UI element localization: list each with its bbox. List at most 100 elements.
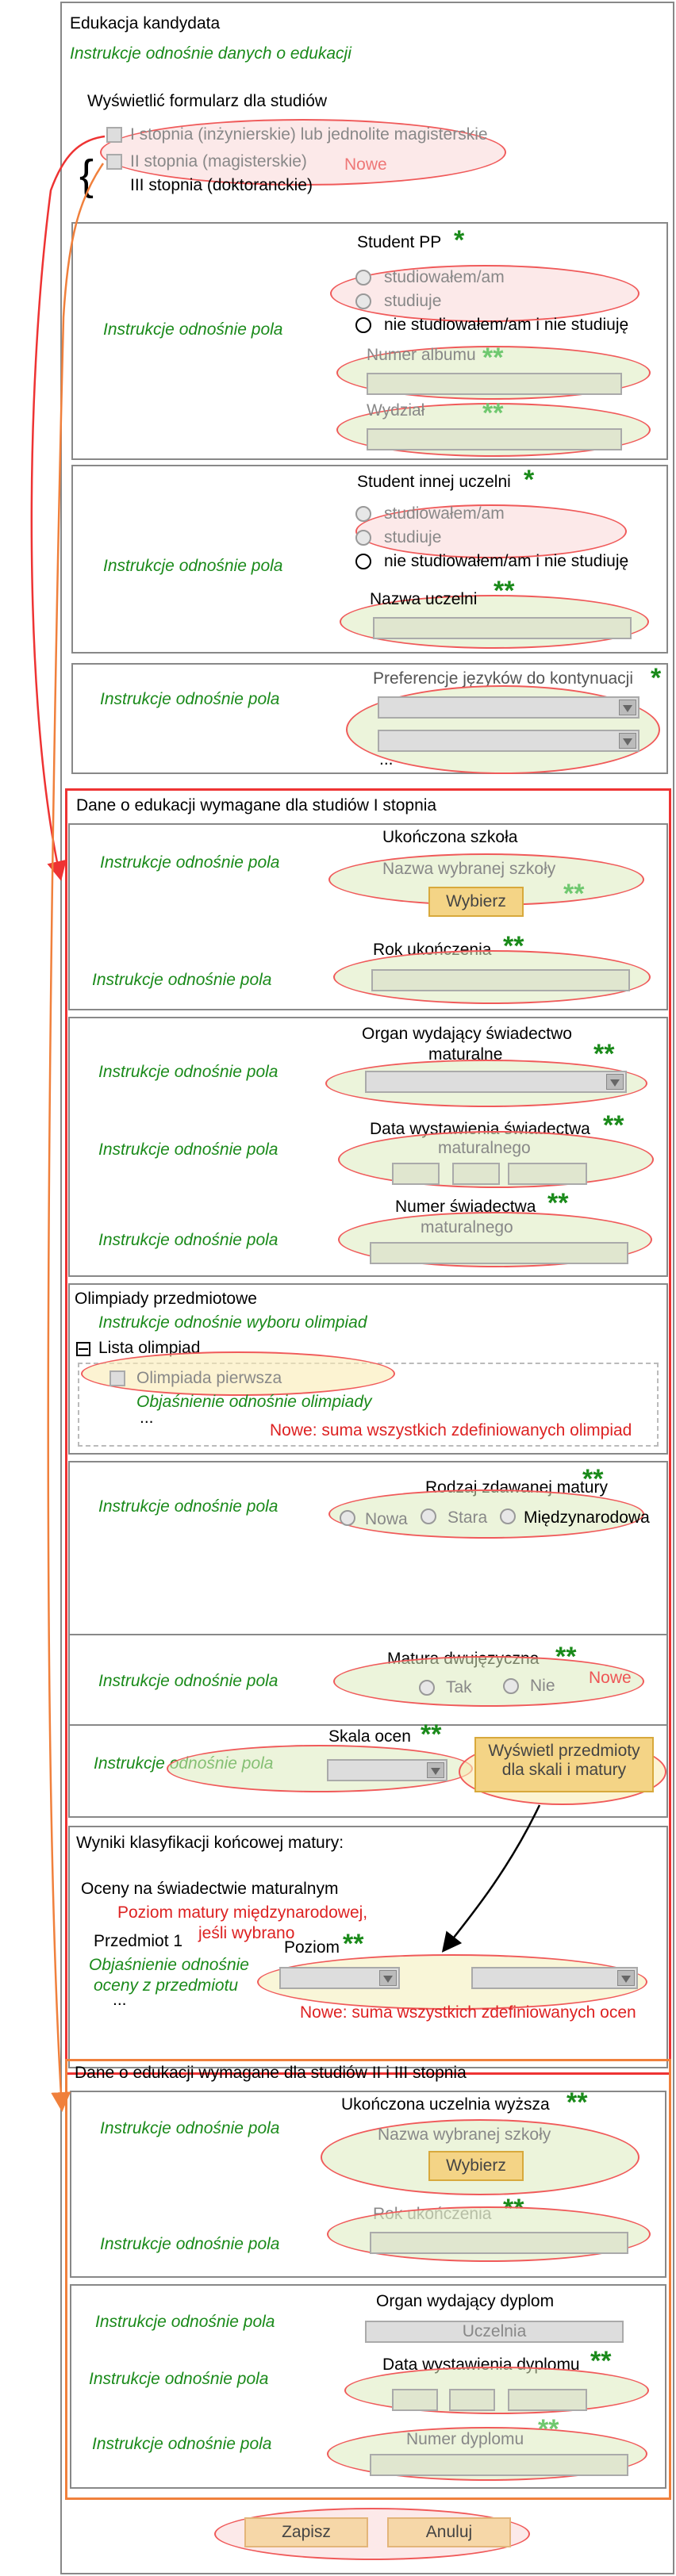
uni-name-input[interactable] xyxy=(373,617,632,639)
level-select[interactable] xyxy=(279,1967,400,1989)
language-select-2[interactable] xyxy=(378,730,640,752)
diploma-number-input[interactable] xyxy=(370,2454,628,2476)
radio-matura-intl[interactable] xyxy=(500,1508,516,1524)
chevron-down-icon xyxy=(427,1762,444,1778)
show-subjects-label: Wyświetl przedmioty dla skali i matury xyxy=(488,1742,640,1779)
radio-label: studiuje xyxy=(384,292,442,310)
chevron-down-icon xyxy=(606,1074,624,1090)
intl-level-note: Poziom matury międzynarodowej, xyxy=(117,1903,368,1922)
radio-label: Nowa xyxy=(365,1510,408,1528)
collapse-icon[interactable] xyxy=(76,1342,90,1356)
radio-label: Tak xyxy=(446,1678,472,1696)
required-stars: ** xyxy=(590,2346,612,2376)
required-star: * xyxy=(651,663,662,693)
radio-label: studiuje xyxy=(384,528,442,546)
chevron-down-icon xyxy=(379,1970,397,1986)
languages-more: ... xyxy=(379,750,394,769)
required-stars: ** xyxy=(563,879,585,909)
album-number-input[interactable] xyxy=(367,373,622,395)
uni-year-input[interactable] xyxy=(370,2232,628,2254)
radio-matura-new[interactable] xyxy=(340,1510,355,1526)
radio-studying[interactable] xyxy=(355,530,371,546)
field-instructions: Instrukcje odnośnie pola xyxy=(100,2235,280,2253)
grades-new-note: Nowe: suma wszystkich zdefiniowanych oce… xyxy=(300,2003,636,2022)
new-highlight-ellipse xyxy=(100,119,506,186)
language-select-1[interactable] xyxy=(378,696,640,719)
uni-title: Ukończona uczelnia wyższa xyxy=(341,2095,550,2114)
arrow-show-subjects xyxy=(441,1804,541,1953)
grade-select[interactable] xyxy=(471,1967,638,1989)
radio-not-studied[interactable] xyxy=(355,554,371,569)
radio-studied[interactable] xyxy=(355,506,371,522)
year-input[interactable] xyxy=(371,969,630,991)
issuer-label: Organ wydający świadectwo xyxy=(362,1025,572,1043)
faculty-input[interactable] xyxy=(367,428,622,450)
radio-studying[interactable] xyxy=(355,293,371,309)
cancel-button[interactable]: Anuluj xyxy=(387,2517,511,2547)
results-panel xyxy=(68,1826,668,2068)
date-year-input[interactable] xyxy=(508,1163,587,1185)
olympiads-instructions: Instrukcje odnośnie wyboru olimpiad xyxy=(98,1313,367,1332)
radio-not-studied[interactable] xyxy=(355,317,371,333)
required-stars: ** xyxy=(343,1929,364,1959)
radio-label: studiowałem/am xyxy=(384,504,505,523)
field-instructions: Instrukcje odnośnie pola xyxy=(98,1231,278,1249)
checkbox-second-degree[interactable] xyxy=(106,154,122,170)
diploma-number-label: Numer dyplomu xyxy=(406,2430,524,2448)
diploma-issuer-label: Organ wydający dyplom xyxy=(376,2292,555,2310)
certificate-number-input[interactable] xyxy=(370,1242,628,1264)
choose-school-button[interactable]: Wybierz xyxy=(428,887,524,917)
issuer-select[interactable] xyxy=(365,1071,627,1093)
diploma-month-input[interactable] xyxy=(449,2389,495,2411)
radio-matura-old[interactable] xyxy=(421,1508,436,1524)
choose-uni-button[interactable]: Wybierz xyxy=(428,2151,524,2181)
diploma-year-input[interactable] xyxy=(508,2389,587,2411)
second-degree-section xyxy=(65,2059,671,2500)
olympiad-checkbox[interactable] xyxy=(109,1370,125,1386)
chevron-down-icon xyxy=(617,1970,635,1986)
required-star: * xyxy=(524,465,535,495)
field-instructions: Instrukcje odnośnie pola xyxy=(103,320,283,339)
radio-bilingual-no[interactable] xyxy=(503,1678,519,1694)
required-stars: ** xyxy=(547,1188,569,1218)
other-uni-title: Student innej uczelni xyxy=(357,473,511,491)
radio-studied[interactable] xyxy=(355,270,371,286)
bilingual-new-note: Nowe xyxy=(589,1669,632,1687)
olympiads-list-label: Lista olimpiad xyxy=(98,1339,201,1357)
save-button[interactable]: Zapisz xyxy=(244,2517,368,2547)
option-third-degree: III stopnia (doktoranckie) xyxy=(130,176,313,194)
date-label-2: maturalnego xyxy=(438,1139,531,1157)
field-instructions: Instrukcje odnośnie pola xyxy=(100,690,280,708)
required-stars: ** xyxy=(582,1464,604,1494)
uni-name-label: Nazwa wybranej szkoły xyxy=(378,2126,551,2144)
radio-label: nie studiowałem/am i nie studiuję xyxy=(384,552,629,570)
radio-bilingual-yes[interactable] xyxy=(419,1680,435,1696)
number-label-2: maturalnego xyxy=(421,1218,513,1236)
checkbox-first-degree[interactable] xyxy=(106,127,122,143)
required-stars: ** xyxy=(482,398,504,428)
highlight-ellipse xyxy=(328,1489,644,1539)
olympiad-item: Olimpiada pierwsza xyxy=(136,1369,282,1387)
highlight-ellipse xyxy=(355,504,627,558)
diploma-issuer-field[interactable]: Uczelnia xyxy=(365,2321,624,2343)
field-instructions: Instrukcje odnośnie pola xyxy=(92,971,272,989)
field-instructions: Instrukcje odnośnie pola xyxy=(89,2370,269,2388)
level-label: Poziom xyxy=(284,1938,340,1957)
date-day-input[interactable] xyxy=(392,1163,440,1185)
option-second-degree: II stopnia (magisterskie) xyxy=(130,152,307,171)
required-stars: ** xyxy=(421,1719,442,1750)
show-subjects-button[interactable]: Wyświetl przedmioty dla skali i matury xyxy=(474,1737,654,1792)
required-star: * xyxy=(454,225,465,255)
grade-scale-select[interactable] xyxy=(327,1759,447,1781)
required-stars: ** xyxy=(494,576,515,606)
date-month-input[interactable] xyxy=(452,1163,500,1185)
field-instructions: Instrukcje odnośnie pola xyxy=(100,2119,280,2137)
olympiads-title: Olimpiady przedmiotowe xyxy=(75,1290,257,1308)
olympiads-more: ... xyxy=(140,1409,154,1427)
album-label: Numer albumu xyxy=(367,346,476,364)
student-pp-title: Student PP xyxy=(357,233,442,251)
field-instructions: Instrukcje odnośnie pola xyxy=(100,853,280,872)
school-name-label: Nazwa wybranej szkoły xyxy=(382,860,556,878)
diploma-day-input[interactable] xyxy=(392,2389,438,2411)
grades-label: Oceny na świadectwie maturalnym xyxy=(81,1880,339,1898)
